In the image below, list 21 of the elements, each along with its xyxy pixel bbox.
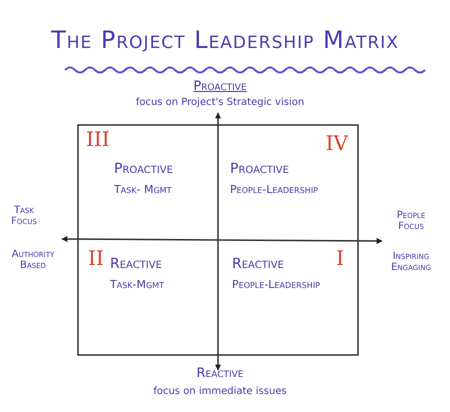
axis-description: focus on Project's Strategic vision [134, 97, 306, 108]
axis-description: focus on immediate issues [152, 386, 288, 397]
quadrant-subtitle: Task- Mgmt [114, 183, 172, 196]
roman-numeral: IV [326, 133, 348, 153]
roman-numeral: II [88, 248, 104, 268]
quadrant-subtitle: Task-Mgmt [110, 278, 164, 291]
title: The Project Leadership Matrix [50, 26, 400, 54]
quadrant-heading: Reactive [232, 256, 284, 272]
axis-end-label: Task Focus [10, 205, 38, 227]
axis-end-note: Authority Based [10, 249, 56, 271]
axis-end-note: Inspiring Engaging [390, 251, 432, 273]
axis-title: Proactive [192, 80, 248, 94]
axis-title: Reactive [196, 367, 244, 381]
quadrant-heading: Proactive [114, 161, 173, 177]
quadrant-subtitle: People-Leadership [232, 278, 320, 291]
quadrant-subtitle: People-Leadership [230, 183, 318, 196]
axis-end-label: People Focus [396, 210, 426, 232]
roman-numeral: I [336, 248, 344, 268]
quadrant-heading: Reactive [110, 256, 162, 272]
roman-numeral: III [86, 129, 110, 149]
quadrant-heading: Proactive [230, 161, 289, 177]
